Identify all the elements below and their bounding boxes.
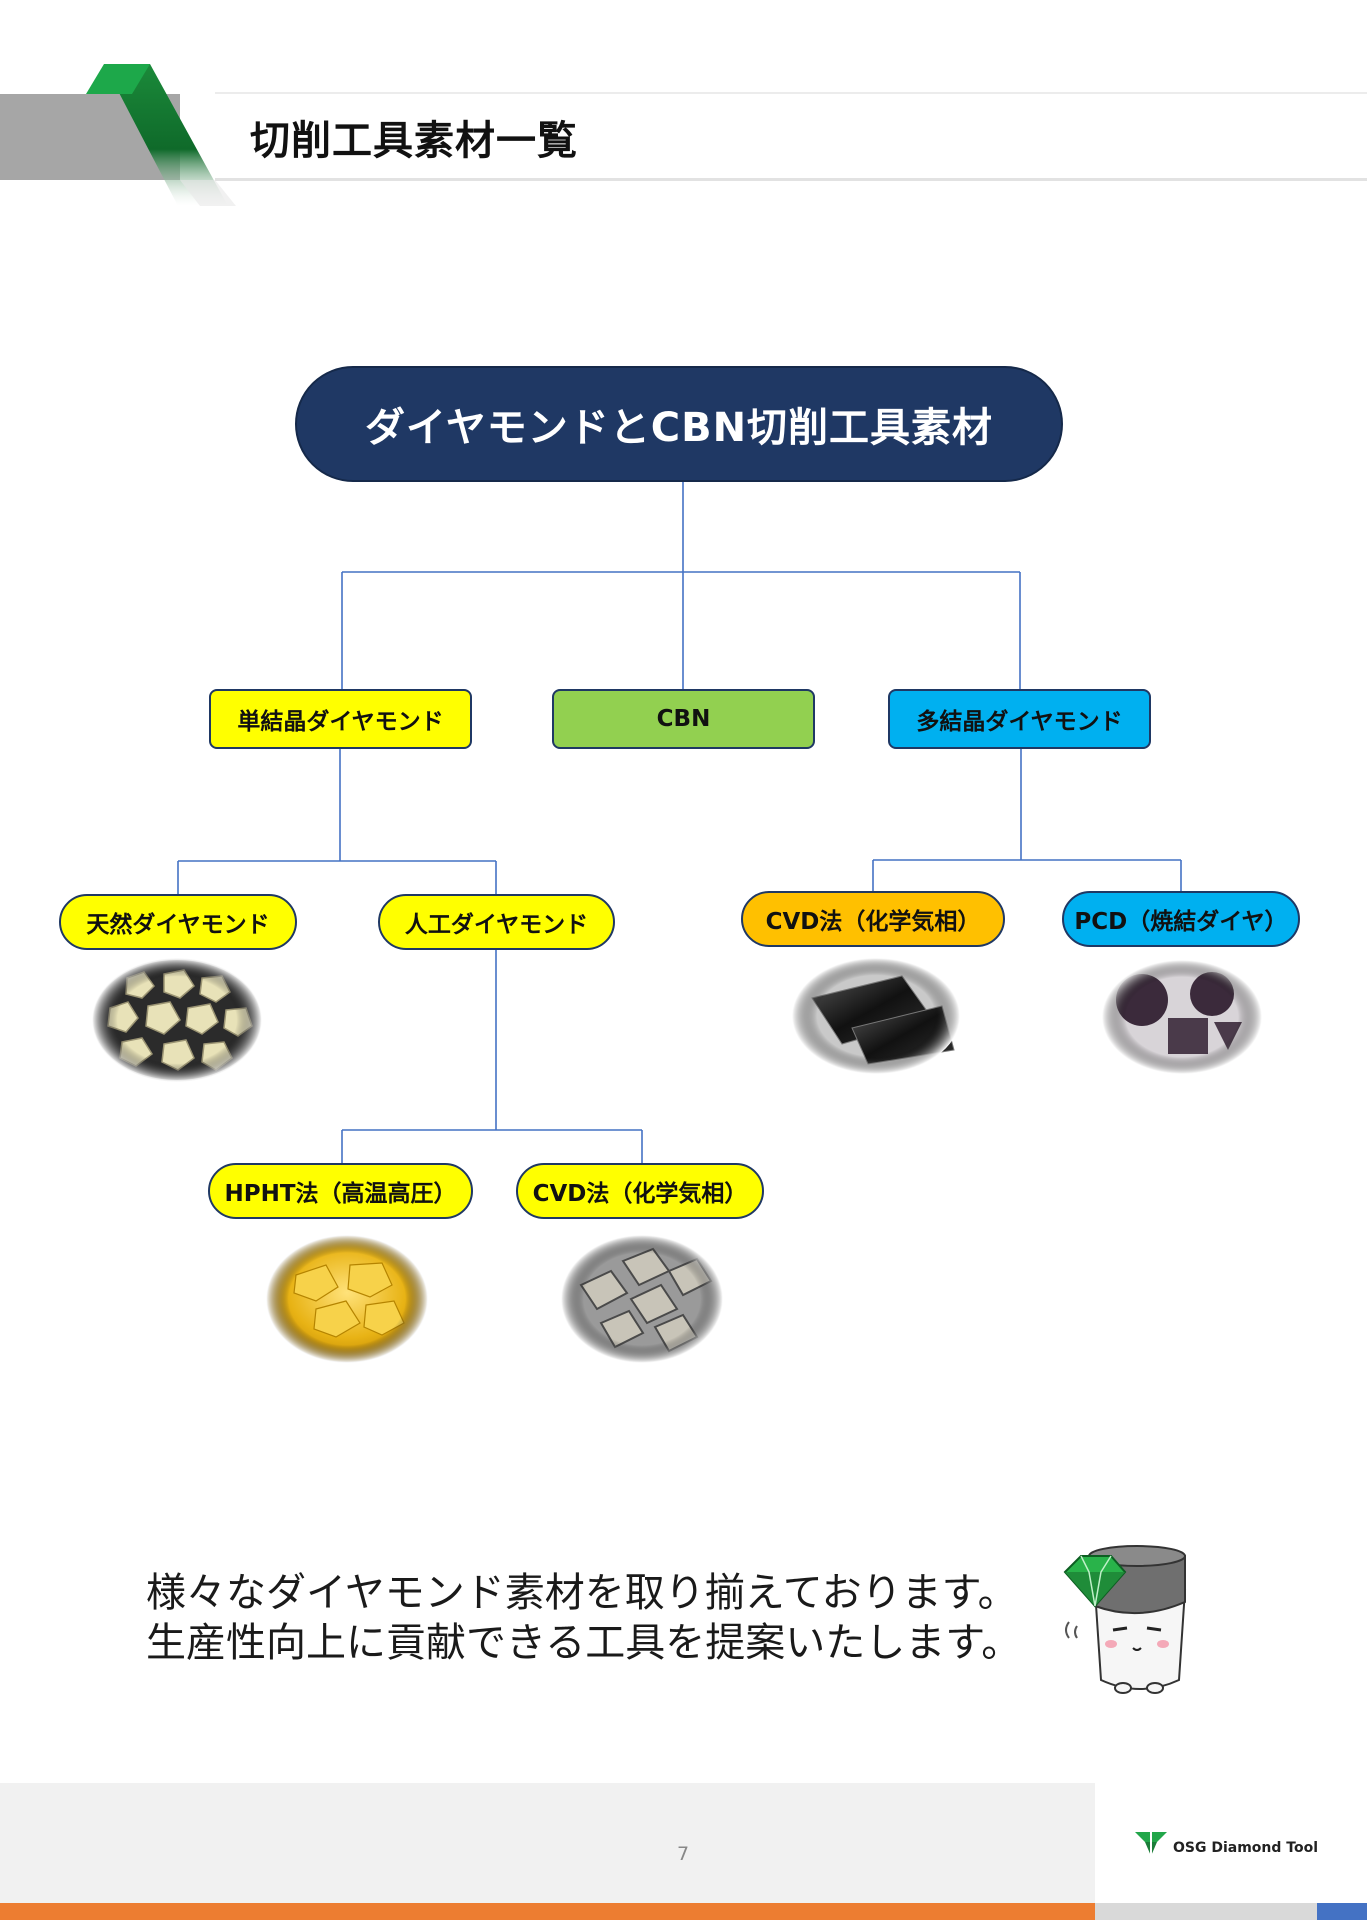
brand-logo: OSG Diamond Tool: [1133, 1828, 1318, 1858]
cvd-polycrystal-photo: [792, 958, 960, 1074]
hpht-diamond-photo: [266, 1235, 428, 1363]
closing-message: 様々なダイヤモンド素材を取り揃えております。 生産性向上に貢献できる工具を提案い…: [146, 1568, 1021, 1668]
cvd-synthetic-photo: [561, 1235, 723, 1363]
root-node: ダイヤモンドとCBN切削工具素材: [295, 366, 1063, 482]
footer-blue-bar: [1317, 1903, 1367, 1920]
page-number: 7: [676, 1843, 690, 1865]
closing-message-line1: 様々なダイヤモンド素材を取り揃えております。: [146, 1570, 1018, 1616]
cvd-poly-node: CVD法（化学気相）: [741, 891, 1005, 947]
cvd-synthetic-node: CVD法（化学気相）: [516, 1163, 764, 1219]
pcd-photo: [1102, 960, 1262, 1074]
footer-orange-bar: [0, 1903, 1095, 1920]
single-crystal-diamond-node: 単結晶ダイヤモンド: [209, 689, 472, 749]
header-bottom-rule: [215, 178, 1367, 181]
footer-band: [0, 1783, 1095, 1903]
polycrystal-diamond-node: 多結晶ダイヤモンド: [888, 689, 1151, 749]
osg-logo-icon: [1135, 1832, 1167, 1856]
page-title: 切削工具素材一覧: [250, 118, 578, 164]
brand-name: OSG Diamond Tool: [1173, 1840, 1319, 1856]
footer-brand-area: [1095, 1783, 1367, 1903]
natural-diamond-node: 天然ダイヤモンド: [59, 894, 297, 950]
pcd-node: PCD（焼結ダイヤ）: [1062, 891, 1300, 947]
natural-diamond-photo: [92, 958, 262, 1082]
header-green-chevron-icon: [86, 64, 236, 206]
mascot-icon: [1063, 1545, 1187, 1694]
footer-gray-bar: [1095, 1903, 1317, 1920]
header-top-rule: [215, 92, 1367, 94]
synthetic-diamond-node: 人工ダイヤモンド: [378, 894, 615, 950]
closing-message-line2: 生産性向上に貢献できる工具を提案いたします。: [146, 1620, 1022, 1666]
cbn-node: CBN: [552, 689, 815, 749]
hpht-node: HPHT法（高温高圧）: [208, 1163, 473, 1219]
